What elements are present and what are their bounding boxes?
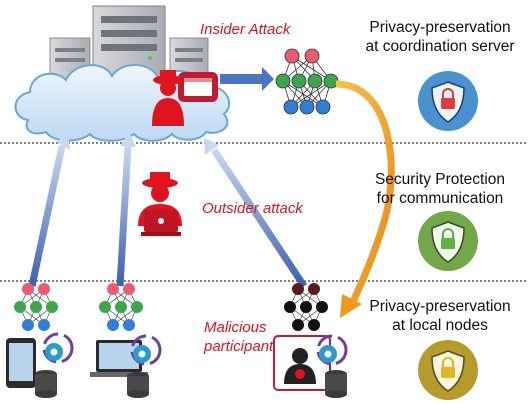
local-node-malicious: [273, 283, 348, 398]
orange-broadcast-arrow: [335, 80, 395, 306]
malicious-label-line2: participant: [204, 338, 274, 355]
section-server-line1: Privacy-preservation: [369, 19, 511, 36]
section-local-line2: at local nodes: [392, 317, 488, 334]
upload-arrows: [28, 132, 307, 288]
section-local-label: Privacy-preservation at local nodes: [352, 297, 528, 335]
arrow-to-server-model: [220, 67, 274, 91]
section-server-line2: at coordination server: [365, 38, 515, 55]
shield-lock-icon: [418, 211, 478, 271]
section-server-label: Privacy-preservation at coordination ser…: [352, 18, 528, 56]
shield-lock-icon: [418, 71, 478, 131]
insider-attacker-icon: [152, 70, 218, 126]
shield-lock-icon: [418, 340, 478, 400]
section-local-line1: Privacy-preservation: [369, 298, 511, 315]
outsider-attack-label: Outsider attack: [202, 200, 303, 217]
local-node-1: [6, 283, 74, 398]
malicious-label-line1: Malicious: [204, 319, 267, 336]
section-communication-line1: Security Protection: [374, 171, 506, 188]
server-model-network-icon: [275, 48, 339, 115]
section-communication-line2: for communication: [376, 190, 504, 207]
insider-attack-label: Insider Attack: [200, 21, 291, 38]
section-communication-label: Security Protection for communication: [352, 170, 528, 208]
local-node-2: [90, 283, 162, 398]
outsider-attacker-icon: [138, 172, 182, 236]
